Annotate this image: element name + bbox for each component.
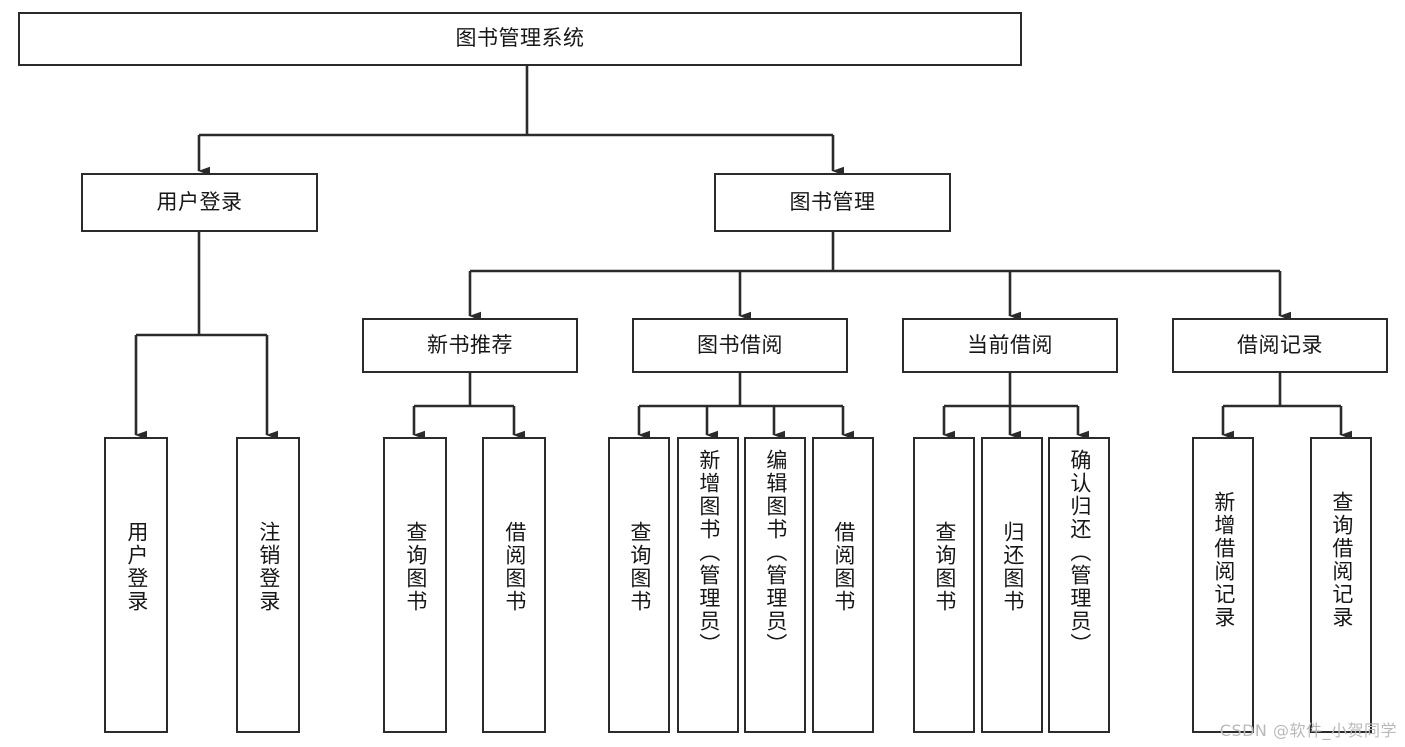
leaf-book-borrow-add-book[interactable]: 新增图书（管理员） bbox=[677, 437, 739, 733]
leaf-borrow-records-add-record[interactable]: 新增借阅记录 bbox=[1192, 437, 1254, 733]
node-label: 借阅记录 bbox=[1237, 332, 1323, 357]
node-label: 查询图书 bbox=[932, 521, 957, 613]
node-user-login[interactable]: 用户登录 bbox=[81, 173, 318, 232]
node-borrow-records[interactable]: 借阅记录 bbox=[1172, 318, 1388, 373]
node-label: 新增图书（管理员） bbox=[696, 449, 721, 656]
node-label: 借阅图书 bbox=[502, 521, 527, 613]
leaf-current-borrow-confirm-return[interactable]: 确认归还（管理员） bbox=[1048, 437, 1110, 733]
node-label: 新增借阅记录 bbox=[1211, 491, 1236, 629]
node-new-book-recommend[interactable]: 新书推荐 bbox=[362, 318, 578, 373]
node-label: 查询借阅记录 bbox=[1329, 491, 1354, 629]
leaf-current-borrow-return-book[interactable]: 归还图书 bbox=[981, 437, 1043, 733]
node-label: 用户登录 bbox=[124, 521, 149, 613]
node-label: 图书管理系统 bbox=[455, 26, 585, 51]
watermark-csdn: CSDN @软件_小贺同学 bbox=[1219, 721, 1397, 740]
node-label: 查询图书 bbox=[403, 521, 428, 613]
node-label: 借阅图书 bbox=[831, 521, 856, 613]
node-label: 用户登录 bbox=[156, 189, 243, 214]
leaf-user-login-logout[interactable]: 注销登录 bbox=[236, 437, 300, 733]
leaf-current-borrow-query-book[interactable]: 查询图书 bbox=[913, 437, 975, 733]
node-root-book-management-system[interactable]: 图书管理系统 bbox=[18, 12, 1022, 66]
node-label: 新书推荐 bbox=[427, 332, 513, 357]
node-book-borrow[interactable]: 图书借阅 bbox=[632, 318, 848, 373]
node-label: 图书管理 bbox=[789, 189, 876, 214]
leaf-new-book-query-book[interactable]: 查询图书 bbox=[383, 437, 447, 733]
node-label: 注销登录 bbox=[256, 521, 281, 613]
node-label: 查询图书 bbox=[627, 521, 652, 613]
node-label: 当前借阅 bbox=[967, 332, 1053, 357]
node-label: 归还图书 bbox=[1000, 521, 1025, 613]
leaf-book-borrow-query-book[interactable]: 查询图书 bbox=[608, 437, 670, 733]
node-label: 图书借阅 bbox=[697, 332, 783, 357]
leaf-book-borrow-borrow-book[interactable]: 借阅图书 bbox=[812, 437, 874, 733]
node-label: 编辑图书（管理员） bbox=[763, 449, 788, 656]
node-current-borrow[interactable]: 当前借阅 bbox=[902, 318, 1118, 373]
node-book-management[interactable]: 图书管理 bbox=[714, 173, 951, 232]
leaf-new-book-borrow-book[interactable]: 借阅图书 bbox=[482, 437, 546, 733]
node-label: 确认归还（管理员） bbox=[1067, 449, 1092, 656]
leaf-borrow-records-query-record[interactable]: 查询借阅记录 bbox=[1310, 437, 1372, 733]
leaf-user-login-login[interactable]: 用户登录 bbox=[104, 437, 168, 733]
leaf-book-borrow-edit-book[interactable]: 编辑图书（管理员） bbox=[744, 437, 806, 733]
